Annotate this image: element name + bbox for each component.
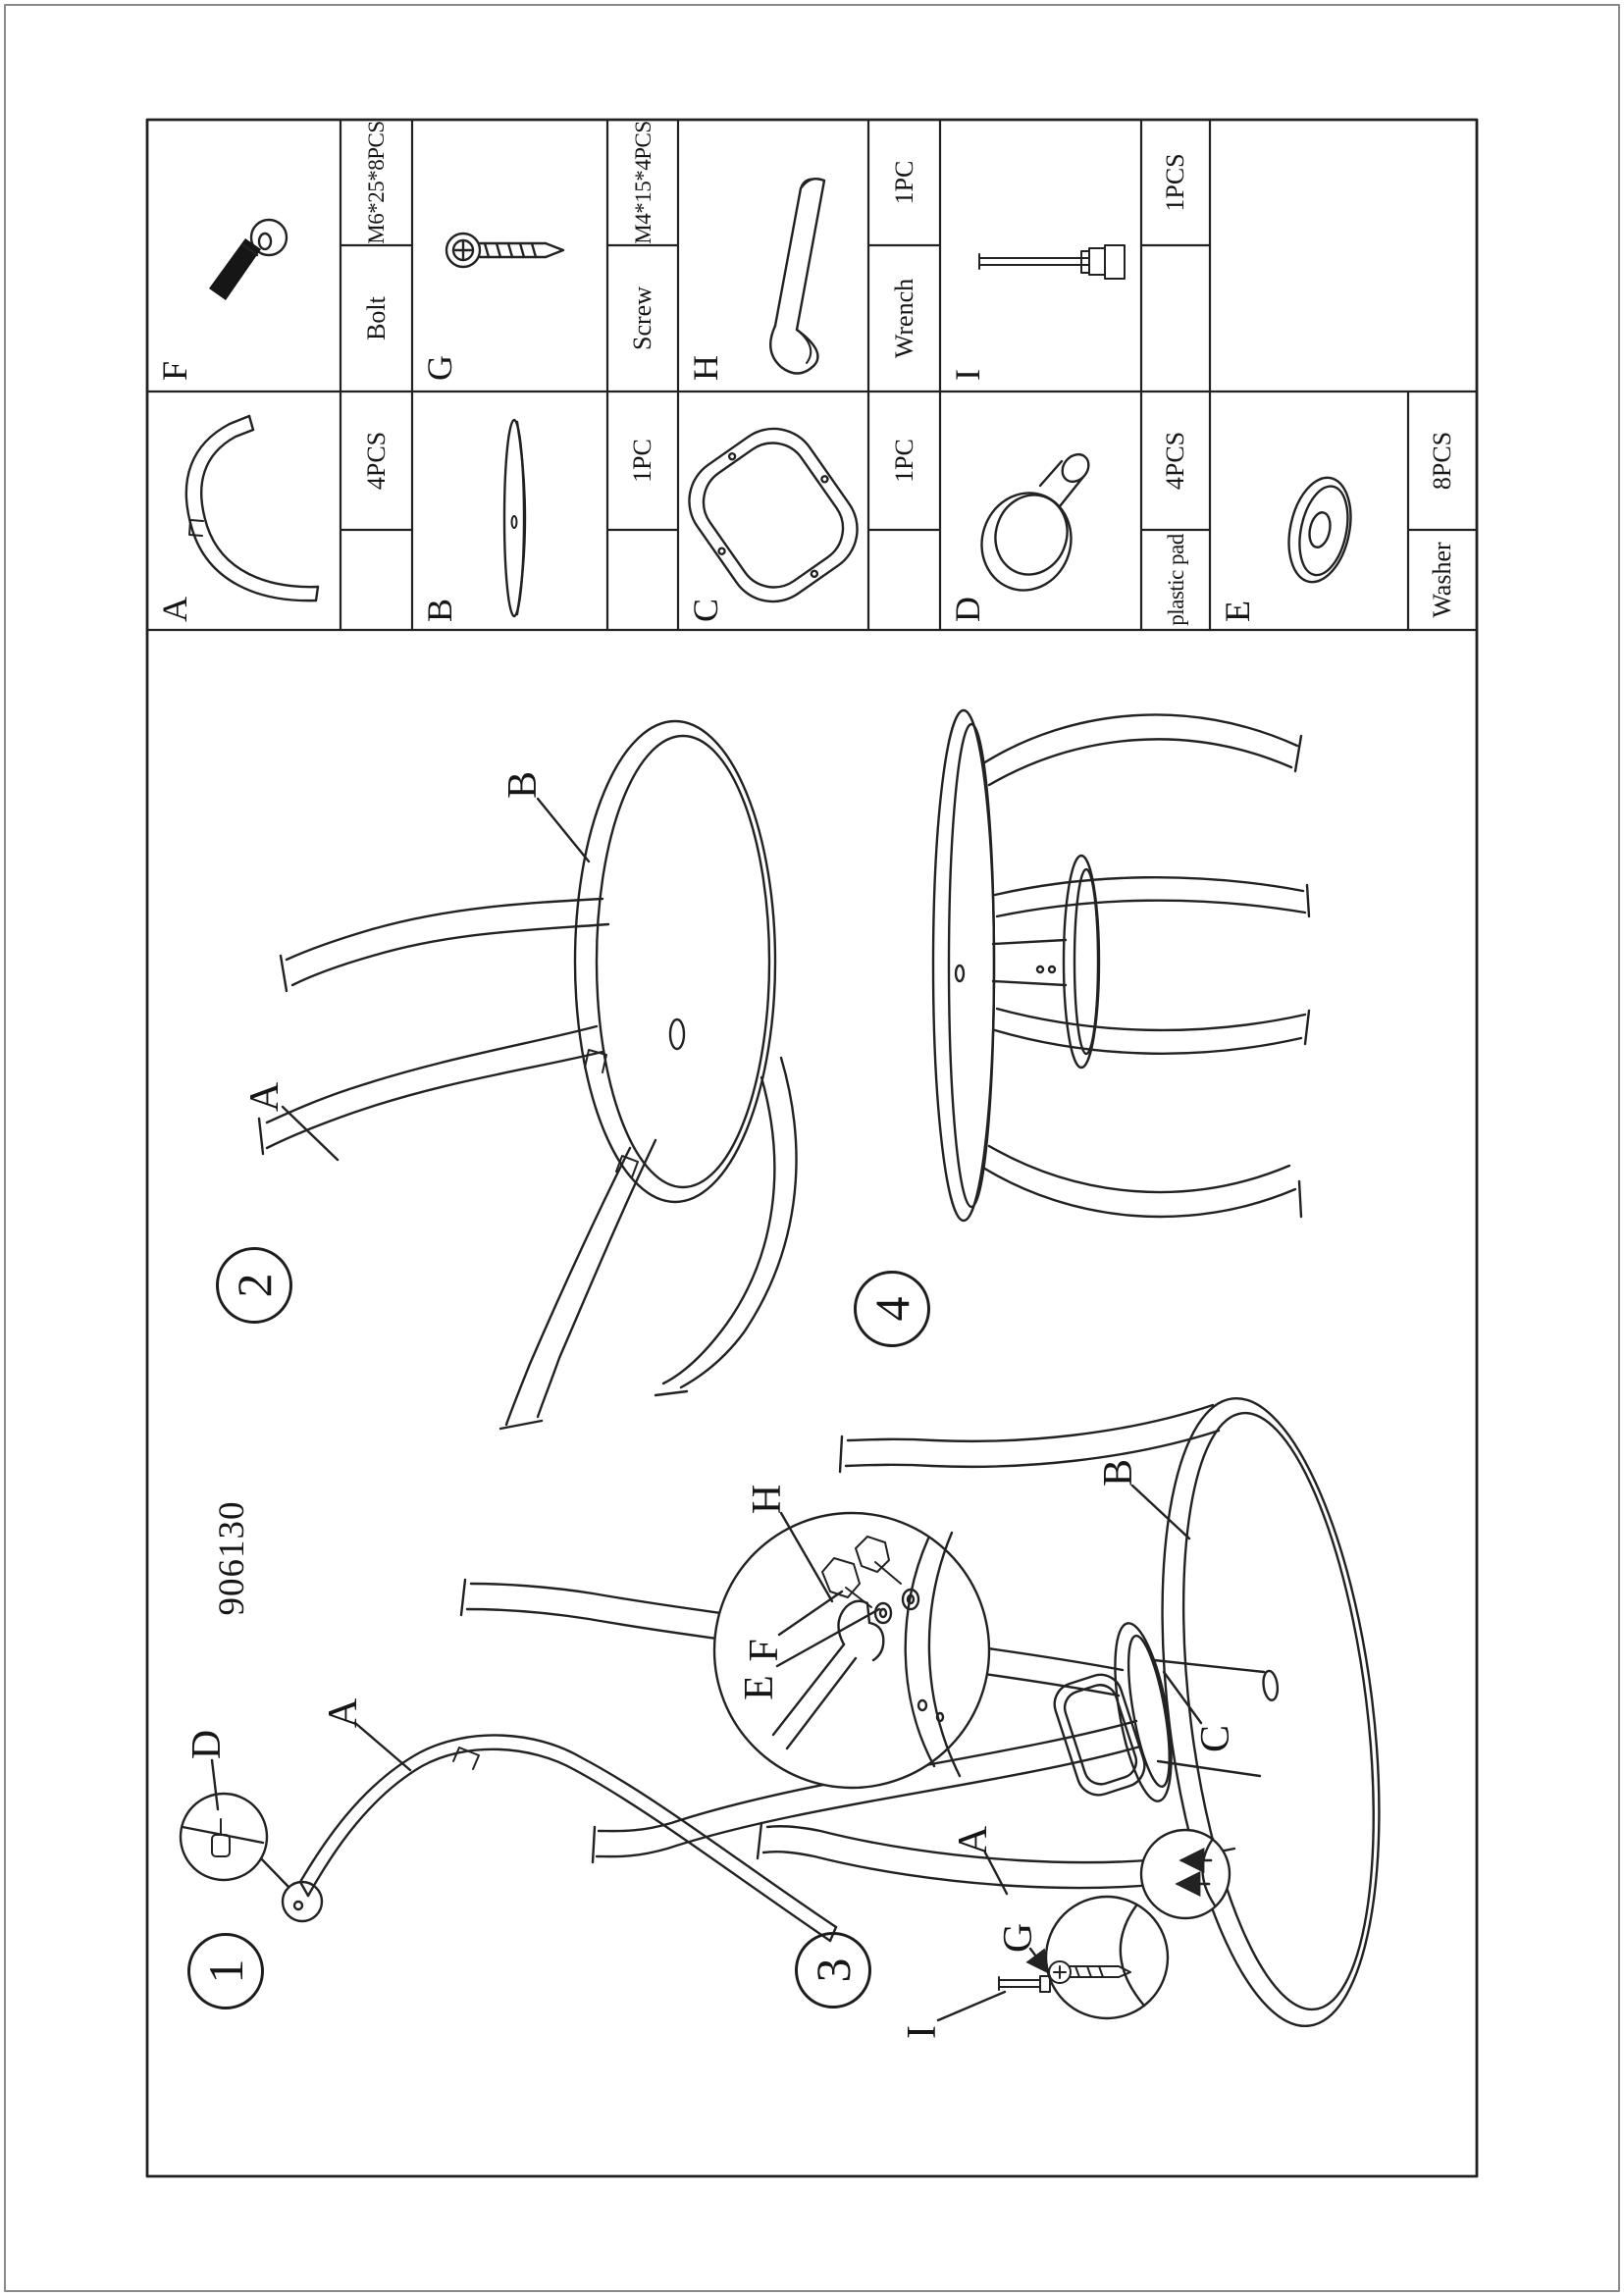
wrench-icon [769,178,826,375]
part-name-washer: Washer [1428,542,1456,618]
callout-step3-b: B [1096,1458,1141,1487]
step-1-number: 1 [187,1933,264,2009]
step1-drawing [179,1721,838,1943]
part-letter-i: I [948,369,987,381]
part-name-bolt: Bolt [361,296,391,340]
part-letter-h: H [686,355,725,381]
step2-drawing [257,719,798,1431]
step-4-digit: 4 [864,1296,919,1322]
callout-step3-e: E [737,1675,782,1700]
callout-step1-a: A [321,1697,366,1729]
step-1-digit: 1 [198,1958,253,1984]
callout-step3-a: A [951,1825,996,1856]
callout-step3-i: I [900,2025,945,2039]
washer-icon [1287,476,1352,584]
callout-step3-h: H [745,1484,790,1515]
page-border [4,4,1620,2292]
part-qty-f: M6*25*8PCS [364,121,389,244]
driver-icon [978,244,1126,280]
callout-step2-b: B [500,770,546,800]
part-name-screw: Screw [628,287,656,350]
part-letter-e: E [1218,600,1257,622]
leg-icon [184,414,320,602]
table-grid [145,118,1479,2178]
part-qty-d: 4PCS [1161,431,1189,491]
part-qty-e: 8PCS [1428,431,1456,491]
step3-drawing [459,1396,1381,2028]
bolt-icon [209,218,288,300]
callout-step1-d: D [184,1729,230,1760]
step-4-number: 4 [854,1271,930,1347]
part-qty-i: 1PCS [1161,153,1189,212]
part-name-plastic-pad: plastic pad [1163,534,1188,626]
callout-step3-g: G [996,1922,1041,1954]
part-qty-a: 4PCS [361,431,391,491]
callout-step3-f: F [742,1639,787,1662]
model-number: 906130 [212,1500,252,1616]
part-name-wrench: Wrench [889,278,918,359]
step4-drawing [931,708,1311,1223]
callout-step3-c: C [1193,1724,1238,1753]
step-3-number: 3 [795,1932,871,2009]
part-letter-d: D [948,597,987,622]
center-frame-icon [688,427,859,603]
part-letter-b: B [420,598,459,622]
part-letter-f: F [155,360,194,381]
step-3-digit: 3 [806,1957,861,1983]
part-qty-g: M4*15*4PCS [630,121,655,244]
part-letter-a: A [155,597,194,622]
part-qty-b: 1PC [628,439,656,483]
plastic-pad-icon [980,452,1090,592]
part-letter-g: G [420,355,459,381]
part-qty-h: 1PC [889,160,918,205]
step-2-number: 2 [216,1247,292,1324]
step-2-digit: 2 [227,1273,282,1298]
callout-step2-a: A [242,1081,288,1113]
part-qty-c: 1PC [889,439,918,483]
ring-edge-icon [502,418,527,618]
part-letter-c: C [686,598,725,622]
screw-icon [445,232,565,269]
